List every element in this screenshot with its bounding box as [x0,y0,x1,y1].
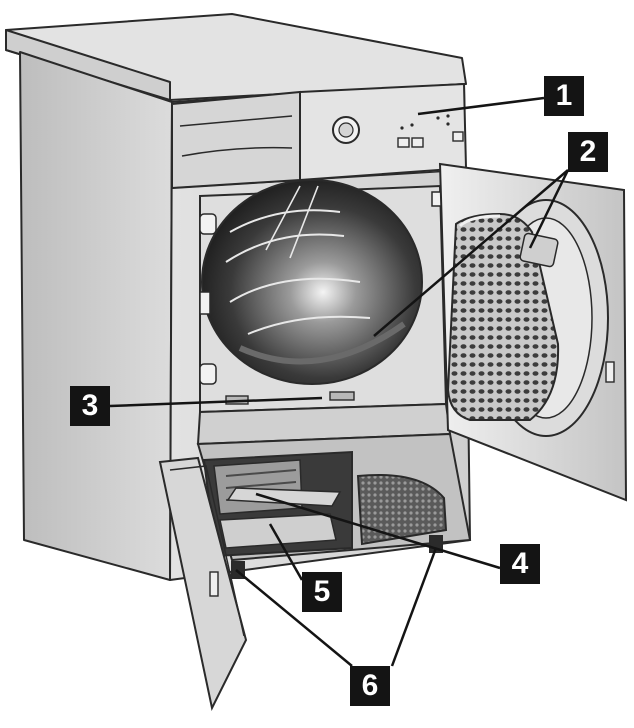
door-hinge-icon [199,291,211,315]
cabinet-top-edge [5,29,171,101]
leader-line-3 [109,396,323,408]
door-hinge-icon [199,363,217,385]
leader-line-6b [390,547,438,667]
callout-5: 5 [302,572,342,612]
condenser-base [219,513,337,549]
callout-6: 6 [350,666,390,706]
door-seal-tab [519,232,559,268]
leader-line-2b [373,169,569,337]
panel-button-icon [452,131,464,142]
condenser-flap [158,456,248,712]
control-panel [171,82,468,190]
leader-line-5 [268,523,304,581]
door-hinge-icon [199,213,217,235]
callout-3: 3 [70,386,110,426]
drum-opening [196,179,452,446]
panel-button-icon [411,137,424,148]
air-vent-slot [329,391,355,401]
callout-2: 2 [568,132,608,172]
cabinet-left-side [19,51,173,581]
callout-4: 4 [500,544,540,584]
water-container-drawer [171,90,301,190]
fluff-filter-icon [446,212,560,421]
leader-line-4 [255,492,501,570]
condenser-handle [226,487,342,507]
leader-line-1 [417,96,545,116]
leader-line-6a [235,569,353,667]
flap-catch-icon [209,571,219,597]
leader-lines [109,96,570,667]
panel-button-icon [397,137,410,148]
callout-1: 1 [544,76,584,116]
condenser-grille-icon [356,473,448,546]
flap-panel [158,456,248,712]
door-latch-icon [605,361,615,383]
lower-compartment [196,432,472,579]
drum-icon [201,179,423,385]
open-door [438,162,628,502]
fluff-filter-seal [238,321,406,365]
leader-line-2a [528,169,570,249]
